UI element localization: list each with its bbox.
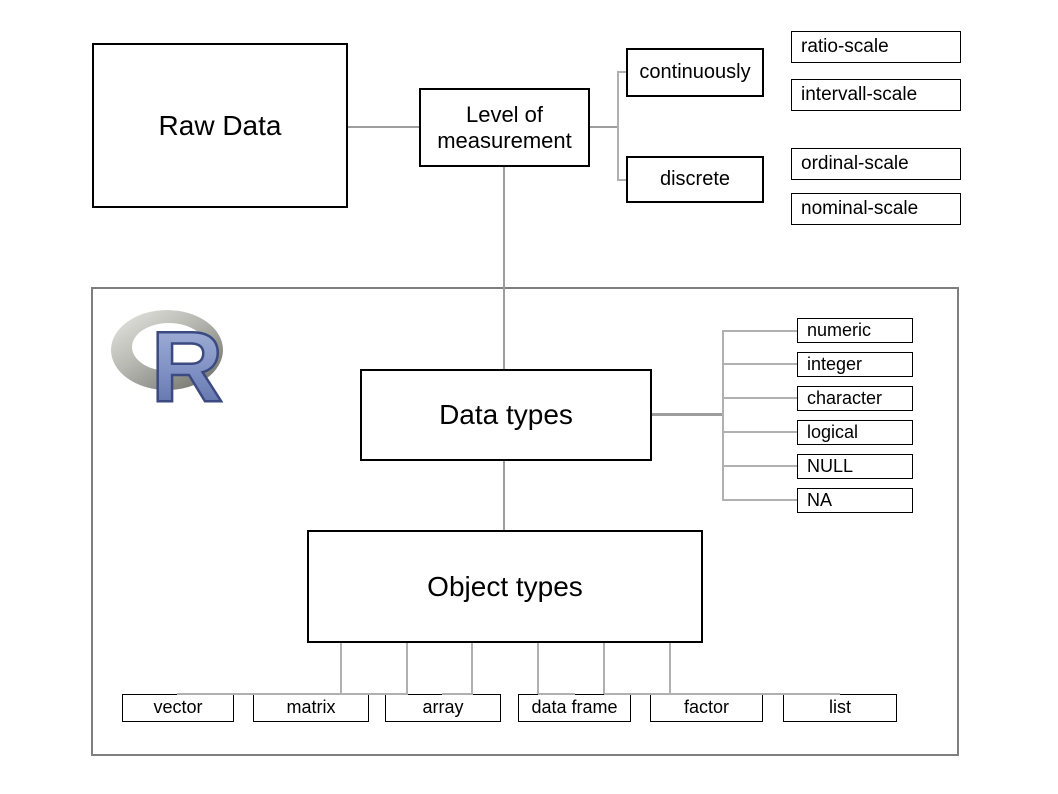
- node-null: NULL: [797, 454, 913, 479]
- connector-stub-null: [722, 465, 797, 467]
- r-logo-icon: R: [111, 310, 224, 424]
- connector-obj-vertical-2: [406, 643, 408, 694]
- node-raw-data: Raw Data: [92, 43, 348, 208]
- node-data-types: Data types: [360, 369, 652, 461]
- r-logo-letter: R: [151, 311, 223, 405]
- node-array: array: [385, 694, 501, 722]
- node-level-of-measurement: Level of measurement: [419, 88, 590, 167]
- connector-obj-vertical-1: [340, 643, 342, 694]
- connector-level-datatypes-vertical: [503, 167, 505, 369]
- connector-stub-integer: [722, 363, 797, 365]
- connector-obj-horizontal-matrix: [310, 693, 408, 695]
- node-level-of-measurement-label: Level of measurement: [437, 101, 572, 153]
- node-integer-label: integer: [807, 353, 863, 374]
- connector-stub-logical: [722, 431, 797, 433]
- node-continuously: continuously: [626, 48, 764, 97]
- node-na: NA: [797, 488, 913, 513]
- connector-obj-horizontal-array: [442, 693, 473, 695]
- node-list: list: [783, 694, 897, 722]
- node-ordinal-scale-label: ordinal-scale: [801, 152, 909, 174]
- node-factor: factor: [650, 694, 763, 722]
- node-na-label: NA: [807, 489, 833, 510]
- node-nominal-scale: nominal-scale: [791, 193, 961, 225]
- node-matrix-label: matrix: [286, 697, 336, 718]
- connector-level-bracket: [590, 126, 618, 128]
- node-integer: integer: [797, 352, 913, 377]
- node-null-label: NULL: [807, 455, 854, 476]
- connector-datatypes-objecttypes: [503, 461, 505, 530]
- node-vector: vector: [122, 694, 234, 722]
- connector-bracket-top-vertical: [617, 71, 619, 181]
- node-object-types-label: Object types: [427, 570, 583, 602]
- node-nominal-scale-label: nominal-scale: [801, 197, 919, 219]
- node-raw-data-label: Raw Data: [158, 109, 282, 141]
- node-discrete: discrete: [626, 156, 764, 203]
- node-intervall-scale-label: intervall-scale: [801, 83, 918, 105]
- node-numeric: numeric: [797, 318, 913, 343]
- connector-stub-numeric: [722, 330, 797, 332]
- node-ordinal-scale: ordinal-scale: [791, 148, 961, 180]
- connector-obj-vertical-5: [603, 643, 605, 694]
- node-object-types: Object types: [307, 530, 703, 643]
- node-continuously-label: continuously: [639, 60, 751, 83]
- node-matrix: matrix: [253, 694, 369, 722]
- r-logo: R: [105, 305, 235, 424]
- node-array-label: array: [422, 697, 464, 718]
- node-data-frame: data frame: [518, 694, 631, 722]
- connector-rawdata-level: [348, 126, 419, 128]
- node-logical-label: logical: [807, 421, 859, 442]
- connector-stub-continuously: [617, 71, 627, 73]
- node-character: character: [797, 386, 913, 411]
- connector-obj-horizontal-list: [670, 693, 840, 695]
- node-ratio-scale: ratio-scale: [791, 31, 961, 63]
- connector-obj-vertical-3: [471, 643, 473, 694]
- connector-obj-vertical-6: [669, 643, 671, 694]
- node-data-frame-label: data frame: [531, 697, 618, 718]
- node-vector-label: vector: [153, 697, 203, 718]
- connector-stub-na: [722, 499, 797, 501]
- node-logical: logical: [797, 420, 913, 445]
- connector-obj-vertical-4: [537, 643, 539, 694]
- node-numeric-label: numeric: [807, 319, 872, 340]
- connector-obj-horizontal-dataframe: [538, 693, 575, 695]
- connector-obj-horizontal-factor: [604, 693, 706, 695]
- connector-bracket-right-vertical: [722, 330, 724, 501]
- connector-stub-discrete: [617, 179, 627, 181]
- r-environment-container: [91, 287, 959, 756]
- node-data-types-label: Data types: [439, 399, 573, 431]
- connector-datatypes-right: [651, 413, 723, 416]
- node-character-label: character: [807, 387, 883, 408]
- connector-stub-character: [722, 397, 797, 399]
- node-list-label: list: [829, 697, 851, 718]
- node-intervall-scale: intervall-scale: [791, 79, 961, 111]
- connector-obj-horizontal-vector: [177, 693, 342, 695]
- node-factor-label: factor: [683, 697, 730, 718]
- node-ratio-scale-label: ratio-scale: [801, 35, 889, 57]
- node-discrete-label: discrete: [659, 167, 731, 190]
